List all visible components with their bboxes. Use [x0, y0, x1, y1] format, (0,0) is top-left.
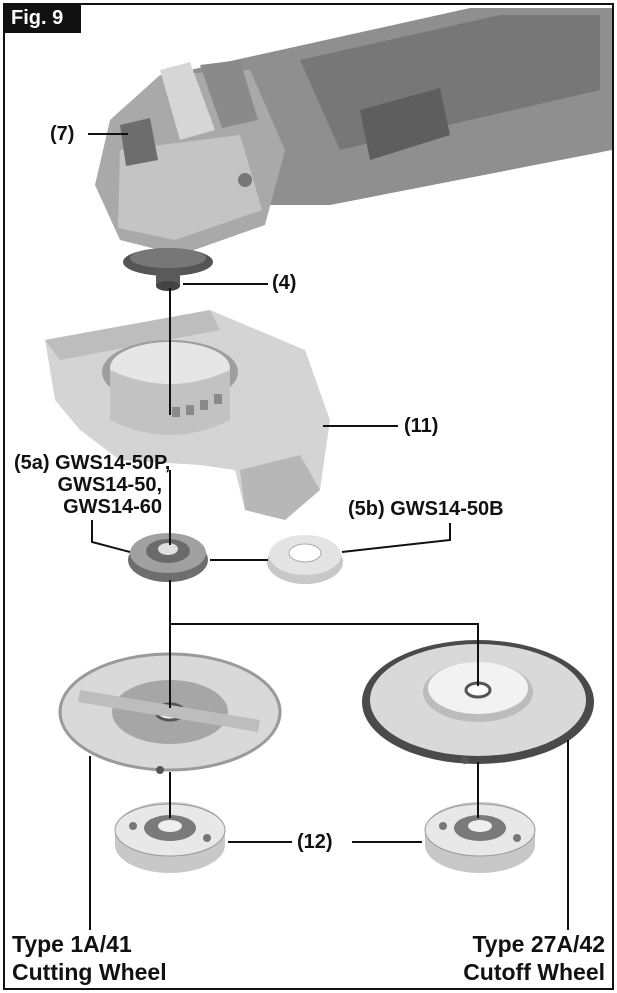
flange-5b	[267, 535, 343, 584]
callout-5a-line2: GWS14-50,	[57, 474, 162, 496]
callout-5a-line3: GWS14-60	[63, 496, 162, 518]
callout-5b: (5b) GWS14-50B	[348, 498, 504, 520]
wheel-left-name: Cutting Wheel	[12, 959, 167, 985]
callout-4: (4)	[272, 272, 297, 294]
callout-5a-line1: (5a) GWS14-50P,	[14, 452, 171, 474]
figure-label: Fig. 9	[3, 3, 81, 33]
wheel-right-name: Cutoff Wheel	[463, 959, 605, 985]
grinder-illustration	[95, 8, 612, 291]
wheel-left-type: Type 1A/41	[12, 931, 132, 957]
callout-12: (12)	[297, 831, 333, 853]
cutting-wheel-type-1a	[58, 652, 282, 774]
wheel-guard	[45, 310, 330, 520]
callout-11: (11)	[404, 415, 439, 437]
leader-lines	[88, 133, 569, 930]
figure-frame	[3, 3, 614, 990]
callout-5a: (5a) GWS14-50P, GWS14-50, GWS14-60	[14, 452, 171, 518]
clamping-nut-left	[114, 802, 226, 873]
wheel-left-caption: Type 1A/41 Cutting Wheel	[12, 930, 167, 986]
wheel-right-caption: Type 27A/42 Cutoff Wheel	[405, 930, 605, 986]
flange-5a	[128, 533, 208, 582]
wheel-right-type: Type 27A/42	[472, 931, 605, 957]
cutoff-wheel-type-27a	[362, 640, 594, 764]
clamping-nut-right	[424, 802, 536, 873]
callout-7: (7)	[50, 123, 75, 145]
